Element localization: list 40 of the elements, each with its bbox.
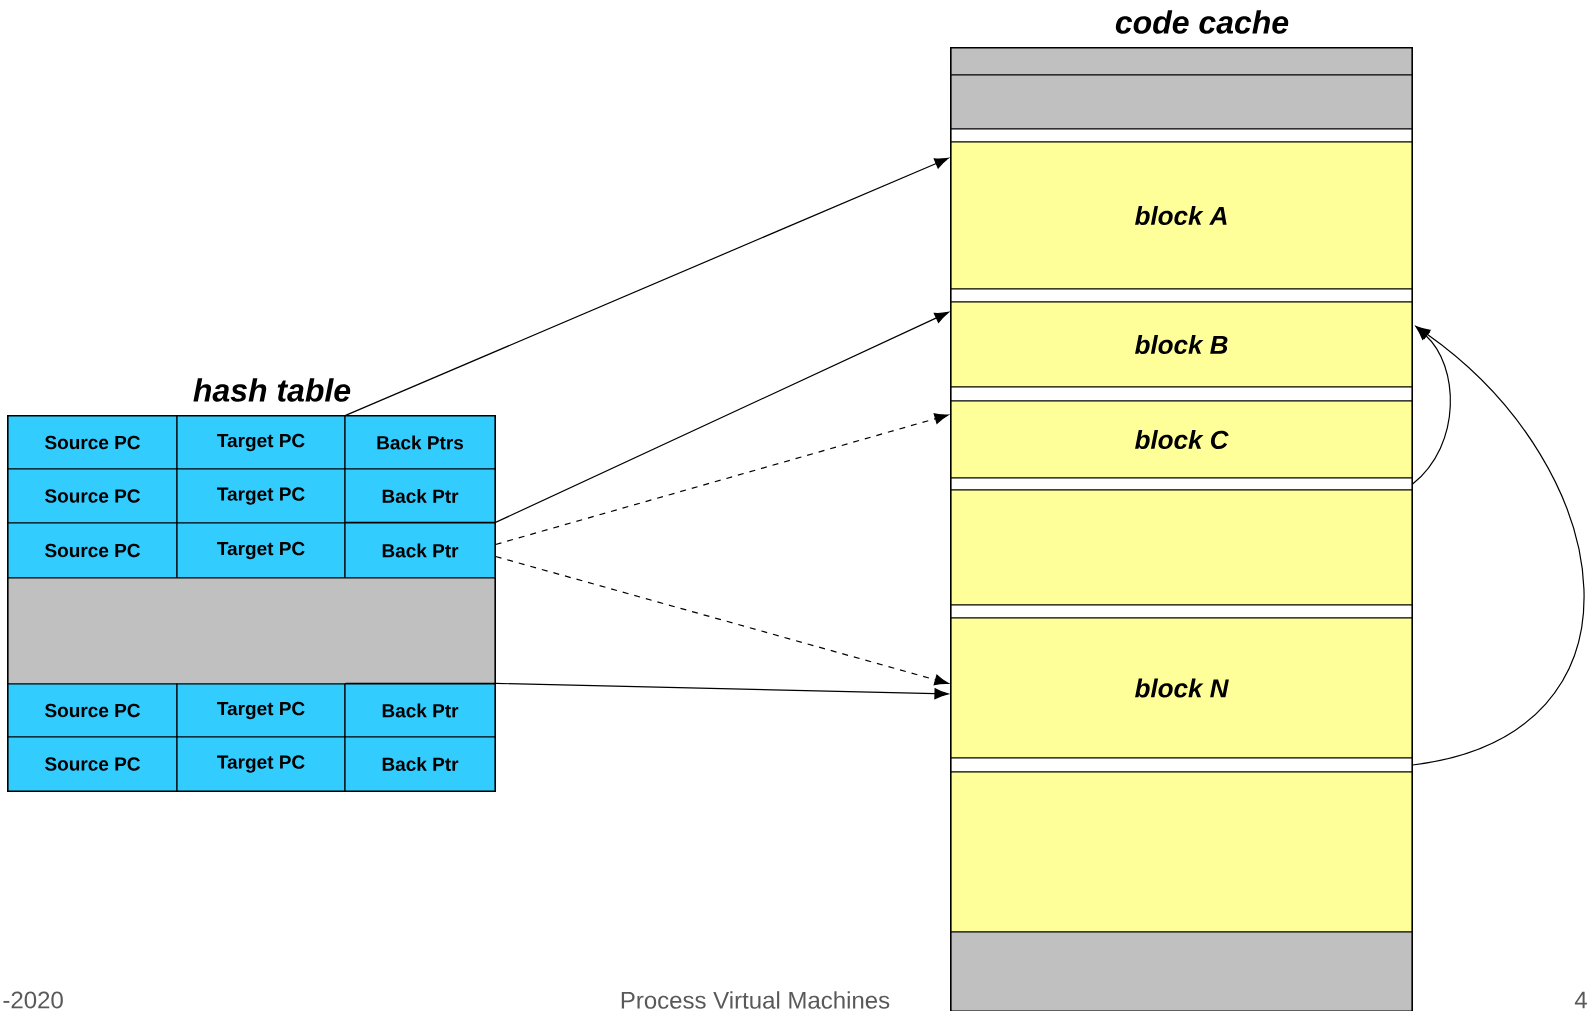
table-cell: Source PC xyxy=(7,683,178,738)
stub-strip xyxy=(950,757,1413,773)
table-cell: Source PC xyxy=(7,522,178,579)
table-cell: Target PC xyxy=(176,468,346,524)
footer-text: -2020 xyxy=(3,991,63,1009)
footer-text: 4 xyxy=(1574,991,1587,1009)
arrow xyxy=(345,311,949,523)
table-cell: Target PC xyxy=(176,736,346,792)
table-cell: Back Ptr xyxy=(344,736,496,792)
cache-block xyxy=(950,47,1413,76)
cache-block: block C xyxy=(950,400,1413,479)
stub-strip xyxy=(950,604,1413,619)
table-cell: Source PC xyxy=(7,415,178,470)
stub-strip xyxy=(950,386,1413,402)
arrow xyxy=(495,555,949,686)
empty-row xyxy=(7,577,496,685)
cache-block xyxy=(950,74,1413,130)
table-cell: Source PC xyxy=(7,468,178,524)
table-cell: Source PC xyxy=(7,736,178,792)
arrow xyxy=(345,682,949,700)
cache-block xyxy=(950,489,1413,606)
arrow xyxy=(495,413,949,546)
cache-block xyxy=(950,931,1413,1011)
cache-block xyxy=(950,771,1413,933)
cache-block: block N xyxy=(950,617,1413,759)
footer-text: Process Virtual Machines xyxy=(621,991,890,1009)
table-title: code cache xyxy=(1115,10,1289,34)
table-title: hash table xyxy=(193,378,351,402)
table-cell: Target PC xyxy=(176,683,346,738)
stub-strip xyxy=(950,477,1413,491)
table-cell: Back Ptr xyxy=(344,468,496,524)
table-cell: Target PC xyxy=(176,522,346,579)
table-cell: Back Ptrs xyxy=(344,415,496,470)
cache-block: block B xyxy=(950,301,1413,388)
table-cell: Back Ptr xyxy=(344,522,496,579)
table-cell: Target PC xyxy=(176,415,346,470)
cache-block: block A xyxy=(950,141,1413,290)
table-cell: Back Ptr xyxy=(344,683,496,738)
arrow xyxy=(345,157,949,416)
arrow xyxy=(1412,326,1585,766)
